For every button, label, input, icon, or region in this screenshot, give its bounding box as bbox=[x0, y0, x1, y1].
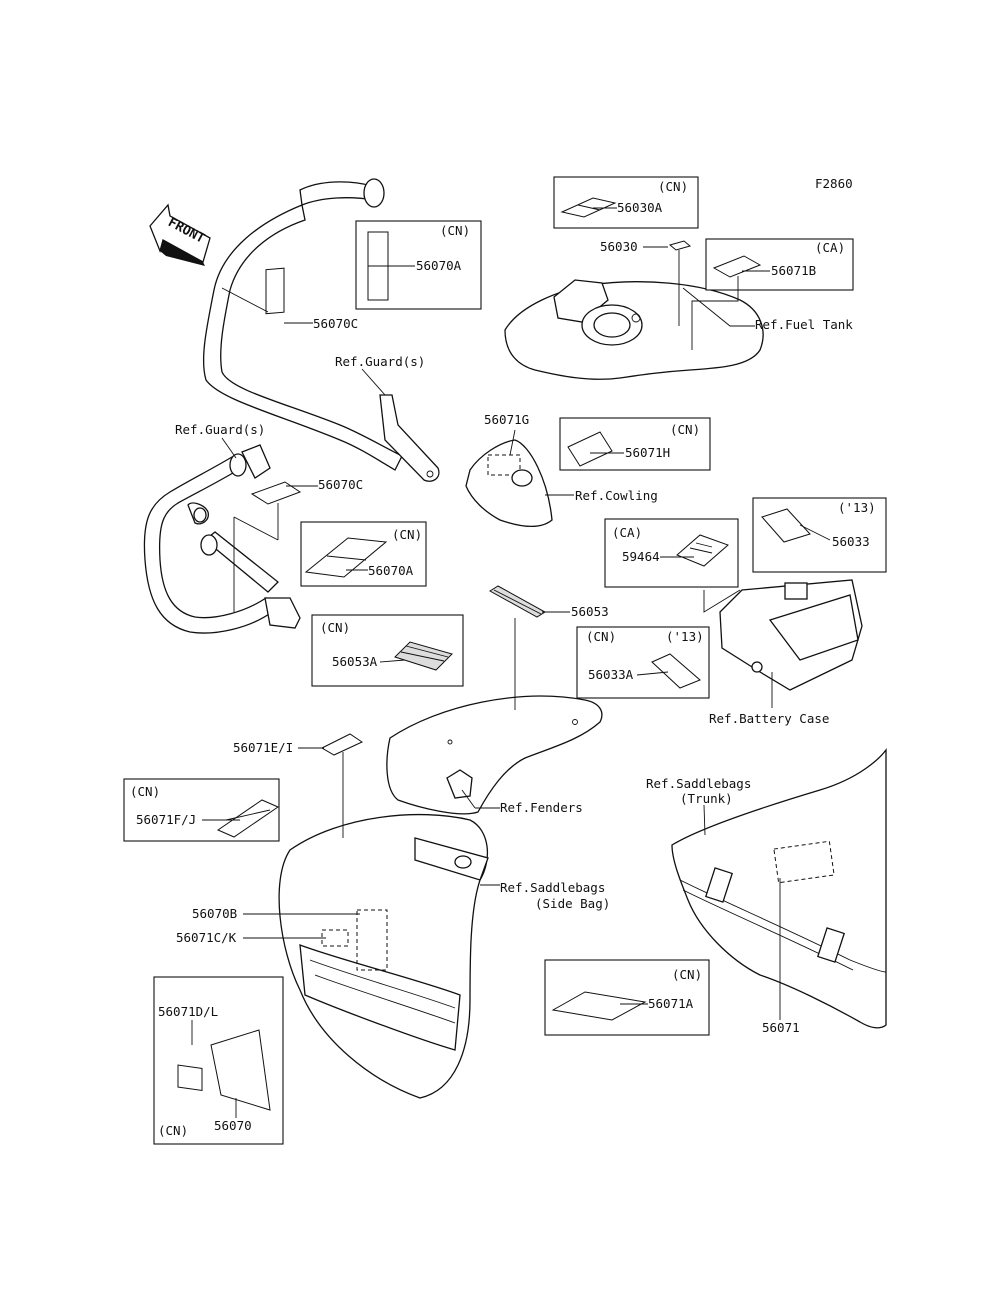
code-cn-56071H: (CN) bbox=[670, 422, 700, 437]
code-cn-56070A-top: (CN) bbox=[440, 223, 470, 238]
front-arrow-icon: FRONT bbox=[149, 203, 211, 266]
code-ca-56071B: (CA) bbox=[815, 240, 845, 255]
part-56030: 56030 bbox=[600, 239, 638, 254]
battery-case bbox=[719, 579, 863, 691]
decal-56070A-lower bbox=[304, 537, 388, 578]
decal-56071DL bbox=[177, 1064, 203, 1091]
code-13-56033A: ('13) bbox=[666, 629, 704, 644]
code-ca-59464: (CA) bbox=[612, 525, 642, 540]
decal-56071H bbox=[567, 431, 613, 467]
side-saddlebag bbox=[278, 813, 489, 1099]
code-cn-56033A: (CN) bbox=[586, 629, 616, 644]
code-cn-56053A: (CN) bbox=[320, 620, 350, 635]
part-56033: 56033 bbox=[832, 534, 870, 549]
part-56070B: 56070B bbox=[192, 906, 237, 921]
ref-guards-lower: Ref.Guard(s) bbox=[175, 422, 265, 437]
part-56071: 56071 bbox=[762, 1020, 800, 1035]
fuel-tank bbox=[504, 279, 764, 380]
leader-lines bbox=[191, 207, 831, 1118]
ref-saddlebags-trunk-line2: (Trunk) bbox=[680, 791, 733, 806]
code-cn-56070A-lower: (CN) bbox=[392, 527, 422, 542]
decal-56070C-top bbox=[265, 267, 285, 315]
ref-battery-case: Ref.Battery Case bbox=[709, 711, 829, 726]
decal-56030A bbox=[560, 197, 617, 218]
part-56071H: 56071H bbox=[625, 445, 670, 460]
part-59464: 59464 bbox=[622, 549, 660, 564]
part-56071A: 56071A bbox=[648, 996, 694, 1011]
ref-guards-upper: Ref.Guard(s) bbox=[335, 354, 425, 369]
decal-56053A bbox=[394, 641, 453, 671]
part-56070: 56070 bbox=[214, 1118, 252, 1133]
decal-56071B bbox=[712, 255, 762, 278]
figure-code: F2860 bbox=[815, 176, 853, 191]
part-56071B: 56071B bbox=[771, 263, 816, 278]
ref-saddlebags-side-line1: Ref.Saddlebags bbox=[500, 880, 605, 895]
code-cn-56071A: (CN) bbox=[672, 967, 702, 982]
front-fender bbox=[386, 695, 603, 815]
box-56033A bbox=[576, 626, 710, 699]
decal-56033 bbox=[761, 508, 811, 543]
part-56053A: 56053A bbox=[332, 654, 378, 669]
code-cn-56071DL: (CN) bbox=[158, 1123, 188, 1138]
decal-56033A bbox=[651, 653, 701, 689]
decal-56030 bbox=[668, 240, 692, 251]
part-56071CK: 56071C/K bbox=[176, 930, 237, 945]
decal-56070 bbox=[210, 1029, 271, 1111]
code-cn-56071FJ: (CN) bbox=[130, 784, 160, 799]
part-56071DL: 56071D/L bbox=[158, 1004, 218, 1019]
code-cn-56030A: (CN) bbox=[658, 179, 688, 194]
part-56070C-lower: 56070C bbox=[318, 477, 363, 492]
code-13-56033: ('13) bbox=[838, 500, 876, 515]
decal-56071FJ bbox=[216, 799, 280, 838]
part-56033A: 56033A bbox=[588, 667, 634, 682]
part-56070A-top: 56070A bbox=[416, 258, 462, 273]
decal-56071A bbox=[551, 991, 647, 1021]
decal-59464 bbox=[676, 534, 729, 567]
trunk-saddlebag bbox=[671, 748, 887, 1029]
ref-fuel-tank: Ref.Fuel Tank bbox=[755, 317, 853, 332]
box-59464 bbox=[604, 518, 739, 588]
ref-cowling: Ref.Cowling bbox=[575, 488, 658, 503]
part-56030A: 56030A bbox=[617, 200, 663, 215]
cowling bbox=[465, 439, 553, 528]
lower-guard bbox=[143, 444, 301, 634]
part-56053: 56053 bbox=[571, 604, 609, 619]
ref-fenders: Ref.Fenders bbox=[500, 800, 583, 815]
box-56030A bbox=[553, 176, 699, 229]
decal-56053 bbox=[489, 585, 546, 618]
decal-56071EI bbox=[320, 733, 364, 756]
decal-56070C-lower bbox=[250, 481, 302, 505]
part-56070C-top: 56070C bbox=[313, 316, 358, 331]
part-56071FJ: 56071F/J bbox=[136, 812, 196, 827]
ref-saddlebags-side-line2: (Side Bag) bbox=[535, 896, 610, 911]
part-56070A-lower: 56070A bbox=[368, 563, 414, 578]
upper-guard bbox=[202, 178, 440, 482]
ref-saddlebags-trunk-line1: Ref.Saddlebags bbox=[646, 776, 751, 791]
part-56071EI: 56071E/I bbox=[233, 740, 293, 755]
part-56071G: 56071G bbox=[484, 412, 529, 427]
box-56071A bbox=[544, 959, 710, 1036]
